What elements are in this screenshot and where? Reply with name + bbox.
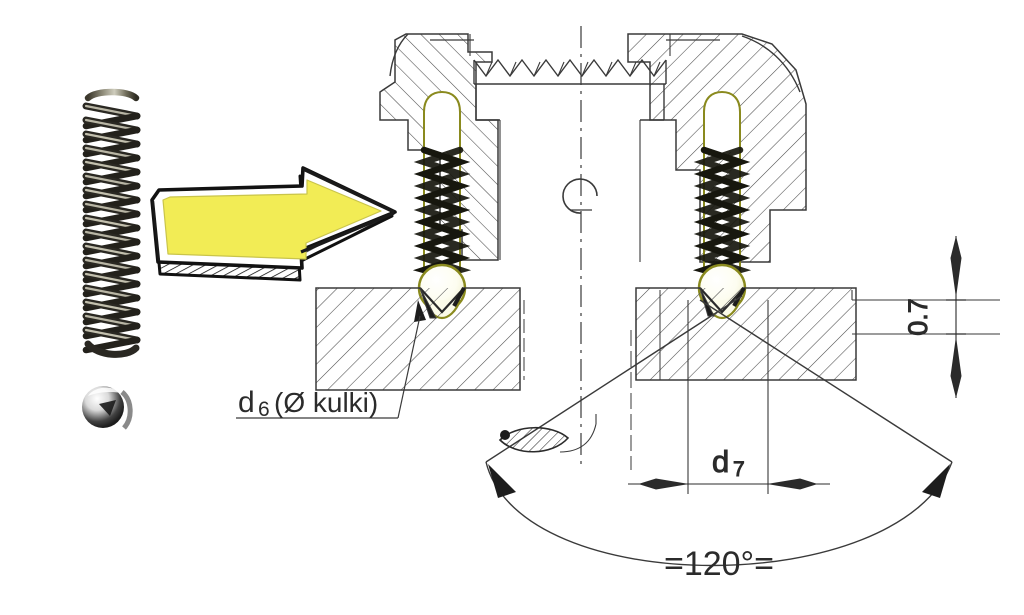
ball-diameter-label-note: (Ø kulki) [274, 387, 378, 418]
pitch-diameter-dimension-d7: d 7 [628, 444, 830, 490]
pitch-diameter-label-subscript: 7 [733, 458, 745, 481]
threaded-bore [473, 58, 667, 121]
ball-diameter-label-d: d [238, 386, 255, 419]
angle-construction [485, 295, 953, 567]
axis-rotation-symbol [562, 178, 598, 214]
section-assembly [315, 26, 1000, 470]
ball-diameter-callout: d 6 (Ø kulki) [236, 300, 426, 421]
angle-label: =120°= [664, 545, 774, 583]
steel-ball-photo [82, 386, 133, 430]
ball-seat-lens-detail [498, 427, 570, 453]
coil-spring-photo [80, 88, 144, 370]
depth-dimension-0.7: 0.7 [903, 236, 966, 398]
ball-diameter-label-subscript: 6 [258, 398, 270, 421]
depth-dimension-label: 0.7 [903, 298, 933, 336]
yellow-insertion-arrow [150, 166, 397, 282]
pitch-diameter-label-d: d [712, 444, 729, 479]
lower-body-section-left [316, 288, 520, 390]
lower-body-section-right [636, 288, 856, 380]
